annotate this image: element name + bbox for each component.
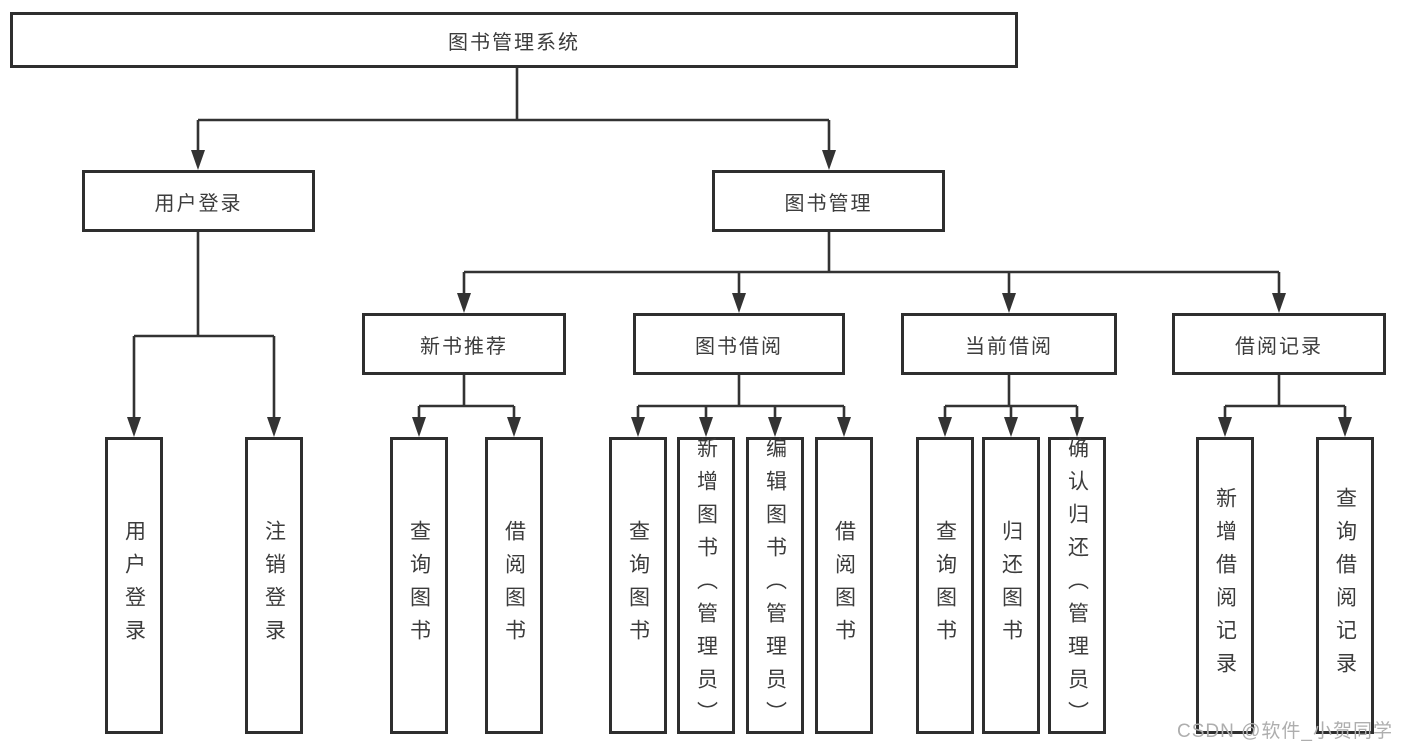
node-label: 借阅图书: [832, 519, 856, 652]
leaf-query-borrow-record: 查询借阅记录: [1316, 437, 1374, 734]
leaf-add-books-admin: 新增图书（管理员）: [677, 437, 735, 734]
node-book-management: 图书管理: [712, 170, 945, 232]
node-label: 注销登录: [262, 519, 286, 652]
csdn-watermark: CSDN @软件_小贺同学: [1177, 721, 1393, 742]
node-borrowing-records: 借阅记录: [1172, 313, 1386, 375]
node-label: 新增借阅记录: [1213, 486, 1237, 685]
leaf-query-books-current: 查询图书: [916, 437, 974, 734]
node-label: 当前借阅: [965, 335, 1053, 358]
leaf-return-books: 归还图书: [982, 437, 1040, 734]
node-label: 查询图书: [933, 519, 957, 652]
node-label: 借阅记录: [1235, 335, 1323, 358]
node-label: 查询图书: [407, 519, 431, 652]
node-label: 图书管理系统: [448, 31, 580, 54]
leaf-edit-books-admin: 编辑图书（管理员）: [746, 437, 804, 734]
leaf-logout: 注销登录: [245, 437, 303, 734]
node-label: 新增图书（管理员）: [694, 437, 718, 734]
leaf-borrow-books-borrow: 借阅图书: [815, 437, 873, 734]
node-label: 用户登录: [154, 192, 243, 215]
node-label: 编辑图书（管理员）: [763, 437, 787, 734]
leaf-add-borrow-record: 新增借阅记录: [1196, 437, 1254, 734]
node-label: 新书推荐: [420, 335, 508, 358]
leaf-query-books-recommend: 查询图书: [390, 437, 448, 734]
node-label: 图书借阅: [695, 335, 783, 358]
node-label: 归还图书: [999, 519, 1023, 652]
node-current-borrowing: 当前借阅: [901, 313, 1117, 375]
node-new-book-recommendation: 新书推荐: [362, 313, 566, 375]
leaf-user-login: 用户登录: [105, 437, 163, 734]
node-label: 借阅图书: [502, 519, 526, 652]
node-library-management-system: 图书管理系统: [10, 12, 1018, 68]
leaf-query-books-borrow: 查询图书: [609, 437, 667, 734]
node-label: 确认归还（管理员）: [1065, 437, 1089, 734]
node-label: 查询借阅记录: [1333, 486, 1357, 685]
node-label: 用户登录: [122, 519, 146, 652]
node-label: 图书管理: [784, 192, 873, 215]
leaf-borrow-books-recommend: 借阅图书: [485, 437, 543, 734]
node-book-borrowing: 图书借阅: [633, 313, 845, 375]
node-label: 查询图书: [626, 519, 650, 652]
node-user-login: 用户登录: [82, 170, 315, 232]
leaf-confirm-return-admin: 确认归还（管理员）: [1048, 437, 1106, 734]
